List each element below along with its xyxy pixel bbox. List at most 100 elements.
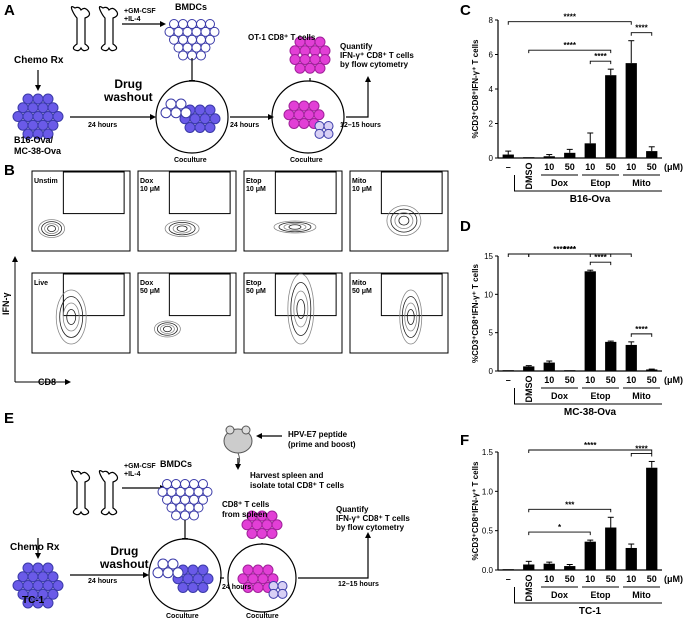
bar xyxy=(605,75,617,158)
coculture-tcell xyxy=(313,109,325,121)
drug-washout-label: Drug washout xyxy=(104,77,153,104)
density-contour xyxy=(293,290,309,328)
significance-bracket xyxy=(528,531,591,536)
significance-bracket xyxy=(507,21,632,25)
panel-letter-f: F xyxy=(460,432,470,449)
coculture-tumor-cell xyxy=(204,104,216,116)
quantify-label: Quantify IFN-γ⁺ CD8⁺ T cells by flow cyt… xyxy=(340,42,414,69)
tumor-cell xyxy=(47,588,59,600)
density-contour xyxy=(176,225,188,232)
bar xyxy=(502,154,514,158)
hours-label-3: 12–15 hours xyxy=(340,122,381,129)
flow-plot-label: Etop 10 μM xyxy=(246,178,266,193)
group-frame xyxy=(514,175,662,192)
group-label: Dox xyxy=(551,590,568,600)
cytokine-label-e: +GM-CSF +IL-4 xyxy=(124,463,156,478)
density-contour xyxy=(288,224,302,230)
coculture-tcell xyxy=(288,118,300,129)
significance-label: **** xyxy=(564,41,577,50)
coculture-tumor-cell xyxy=(197,582,209,593)
significance-bracket xyxy=(528,49,612,54)
category-label: DMSO xyxy=(524,163,534,190)
bmdc-cell xyxy=(193,502,204,513)
plot-frame xyxy=(137,170,237,252)
significance-label: **** xyxy=(553,245,566,254)
bmdc-label-e: BMDCs xyxy=(160,459,193,469)
tumor-cell xyxy=(42,562,54,574)
plot-frame xyxy=(349,170,449,252)
category-label: – xyxy=(506,574,511,584)
panel-letter-c: C xyxy=(460,2,471,19)
tcell xyxy=(266,510,278,522)
tumor-cell-cluster-e xyxy=(12,562,64,609)
coculture-dc xyxy=(314,128,325,139)
tcell-cluster-e xyxy=(241,510,283,539)
category-label: 10 xyxy=(585,375,595,385)
drug-washout-label-e: Drug washout xyxy=(100,544,149,571)
y-tick-label: 0 xyxy=(489,367,494,376)
y-tick-label: 0.0 xyxy=(482,566,494,575)
chart-caption: B16-Ova xyxy=(570,194,611,205)
schematic-e xyxy=(12,425,371,613)
group-label: Dox xyxy=(551,178,568,188)
bmdc-cell xyxy=(178,50,188,61)
bmdc-cluster xyxy=(164,19,220,61)
bmdc-cell xyxy=(200,42,211,53)
y-tick-label: 0 xyxy=(489,154,494,163)
significance-label: *** xyxy=(565,500,575,509)
coculture-label-e2: Coculture xyxy=(246,613,279,620)
bmdc-cluster-e xyxy=(157,479,213,521)
ot1-label: OT-1 CD8⁺ T cells xyxy=(248,33,316,42)
bar xyxy=(625,547,637,570)
density-contour xyxy=(404,302,418,332)
tcell xyxy=(256,528,268,539)
density-contour xyxy=(168,221,196,236)
bar xyxy=(584,271,596,371)
coculture-tcell xyxy=(252,582,264,593)
coculture-dc xyxy=(175,98,187,110)
significance-label: **** xyxy=(635,444,648,453)
y-tick-label: 4 xyxy=(489,85,494,94)
category-label: 50 xyxy=(606,574,616,584)
bar xyxy=(584,541,596,570)
tcell xyxy=(314,62,326,74)
significance-bracket xyxy=(630,32,653,36)
mouse-icon xyxy=(223,425,253,468)
flow-plot xyxy=(243,170,343,252)
significance-bracket xyxy=(630,452,653,457)
bar xyxy=(584,143,596,158)
tcell xyxy=(314,36,326,48)
category-label: 10 xyxy=(626,574,636,584)
tumor-cell-cluster xyxy=(12,93,64,140)
flow-plot xyxy=(349,272,449,354)
coculture-dc xyxy=(323,128,334,139)
chart-f: 0.00.51.01.5%CD3⁺CD8⁺IFN-γ⁺ T cells–DMSO… xyxy=(471,441,683,617)
coculture-tumor-cell xyxy=(187,582,199,593)
bmdc-cell xyxy=(196,50,206,61)
category-label: 10 xyxy=(626,375,636,385)
y-axis-label: %CD3⁺CD8⁺IFN-γ⁺ T cells xyxy=(471,263,480,362)
flow-plot-label: Dox 10 μM xyxy=(140,178,160,193)
tcell xyxy=(266,528,278,539)
group-label: Etop xyxy=(591,590,611,600)
density-contour xyxy=(164,220,200,237)
tumor-cell xyxy=(42,128,54,140)
density-contour xyxy=(406,309,415,325)
density-contour xyxy=(390,208,418,233)
bone-icon-e xyxy=(70,470,119,516)
unit-label: (μM) xyxy=(664,375,683,385)
group-label: Mito xyxy=(632,590,651,600)
category-label: 50 xyxy=(565,375,575,385)
coculture-cells-e2 xyxy=(237,564,288,599)
plot-frame xyxy=(243,170,343,252)
unit-label: (μM) xyxy=(664,574,683,584)
hours-label-2: 24 hours xyxy=(230,122,260,129)
chemo-label-e: Chemo Rx xyxy=(10,542,60,553)
coculture-label-1: Coculture xyxy=(174,157,207,164)
tcell-cluster xyxy=(289,36,331,74)
coculture-tcell xyxy=(298,118,310,129)
y-tick-label: 2 xyxy=(489,120,494,129)
density-contour xyxy=(44,223,60,234)
coculture-cells-1 xyxy=(160,98,221,133)
plot-frame xyxy=(137,272,237,354)
